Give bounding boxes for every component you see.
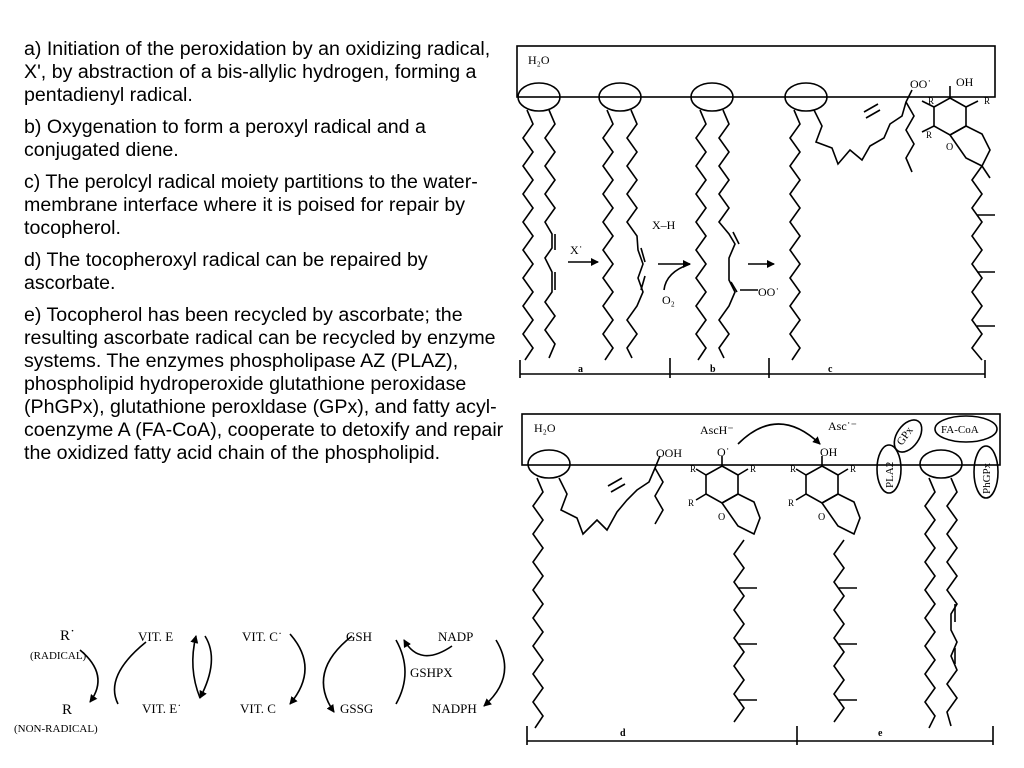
- lipid-tail: [717, 109, 736, 359]
- nadp-label: NADP: [438, 629, 473, 644]
- radical-label: (RADICAL): [30, 650, 87, 662]
- lipid-tail: [544, 109, 556, 359]
- asc-label: Asc˙⁻: [828, 419, 857, 433]
- redox-cycle: [79, 633, 506, 713]
- bottom-water-label: H₂O: [534, 421, 556, 435]
- lipid-tail: [789, 109, 801, 361]
- bottom-panel-labels: H₂O AscH⁻ Asc˙⁻ OOH O˙ OH R R R R R R O …: [534, 419, 993, 739]
- xh-label: X–H: [652, 218, 676, 232]
- nadph-label: NADPH: [432, 701, 477, 716]
- phgpx-label: PhGPx: [981, 462, 993, 494]
- asch-label: AscH⁻: [700, 423, 734, 437]
- r-label: R: [788, 498, 794, 508]
- oo-radical-label-2: OO˙: [910, 77, 931, 91]
- lipid-head: [690, 82, 734, 112]
- oo-radical-label: OO˙: [758, 285, 779, 299]
- lipid-tail-oxidized: [905, 101, 915, 173]
- tocopherol-tail: [970, 165, 983, 361]
- description-text: a) Initiation of the peroxidation by an …: [24, 38, 508, 474]
- oh-label: OH: [820, 445, 838, 459]
- lipid-tail: [602, 109, 614, 361]
- ring-o-label: O: [946, 142, 953, 153]
- r-radical-label: R˙: [60, 628, 75, 644]
- oh-label: OH: [956, 75, 974, 89]
- o2-label: O₂: [662, 293, 675, 307]
- panel-label-b: b: [710, 364, 716, 375]
- top-water-label: H₂O: [528, 53, 550, 67]
- top-panel: [516, 45, 996, 378]
- lipid-tail: [626, 109, 644, 359]
- step-a-text: a) Initiation of the peroxidation by an …: [24, 38, 491, 106]
- r-label: R: [750, 464, 756, 474]
- panel-label-a: a: [578, 364, 583, 375]
- lipid-head: [527, 449, 571, 479]
- panel-label-c: c: [828, 364, 833, 375]
- panel-label-d: d: [620, 728, 626, 739]
- lipid-head: [517, 82, 561, 112]
- tocopherol-tail: [733, 539, 745, 723]
- r-label: R: [850, 464, 856, 474]
- vit-e-radical-label: VIT. E˙: [142, 701, 181, 716]
- gpx-label: GPx: [895, 424, 916, 447]
- lipid-tail: [532, 477, 544, 729]
- ring-o-label: O: [718, 512, 725, 523]
- panel-label-e: e: [878, 728, 883, 739]
- step-c-text: c) The perolcyl radical moiety partition…: [24, 171, 478, 239]
- vit-c-radical-label: VIT. C˙: [242, 629, 282, 644]
- r-label: R: [928, 96, 934, 106]
- r-label: R: [690, 464, 696, 474]
- lipid-head: [919, 449, 963, 479]
- tocopherol-tail: [833, 539, 845, 723]
- facoa-enzyme: [934, 415, 998, 443]
- r-nonradical-label: R: [62, 702, 72, 718]
- nonradical-label: (NON-RADICAL): [14, 723, 98, 735]
- gshpx-label: GSHPX: [410, 665, 453, 680]
- bottom-panel: [521, 413, 1001, 745]
- ring-o-label: O: [818, 512, 825, 523]
- step-e-text: e) Tocopherol has been recycled by ascor…: [24, 304, 504, 464]
- r-label: R: [926, 130, 932, 140]
- plaz-label: PLA2: [884, 462, 896, 488]
- r-label: R: [790, 464, 796, 474]
- o-radical-label: O˙: [717, 445, 730, 459]
- phgpx-enzyme: [973, 445, 999, 499]
- top-water-layer: [516, 45, 996, 98]
- lipid-tail: [946, 477, 958, 727]
- step-b-text: b) Oxygenation to form a peroxyl radical…: [24, 116, 426, 161]
- facoa-label: FA-CoA: [941, 424, 979, 436]
- lipid-head: [598, 82, 642, 112]
- lipid-tail-oxidized: [558, 455, 661, 536]
- ooh-label: OOH: [656, 446, 682, 460]
- r-label: R: [688, 498, 694, 508]
- r-label: R: [984, 96, 990, 106]
- lipid-head: [784, 82, 828, 112]
- top-panel-labels: H₂O X˙ X–H O₂ OO˙ OO˙ OH R R R O a b c: [528, 53, 990, 375]
- lipid-tail: [695, 109, 707, 361]
- plaz-enzyme: [876, 444, 902, 494]
- lipid-tail: [924, 477, 936, 729]
- ascorbate-arrow: [737, 423, 821, 445]
- vit-c-label: VIT. C: [240, 701, 276, 716]
- redox-cycle-labels: R˙ (RADICAL) R (NON-RADICAL) VIT. E VIT.…: [14, 628, 477, 735]
- lipid-tail: [522, 109, 534, 361]
- gssg-label: GSSG: [340, 701, 373, 716]
- vit-e-label: VIT. E: [138, 629, 173, 644]
- step-d-text: d) The tocopheroxyl radical can be repai…: [24, 249, 428, 294]
- bottom-water-layer: [521, 413, 1001, 466]
- x-radical-label: X˙: [570, 243, 583, 257]
- lipid-tail-oxidized: [813, 89, 913, 166]
- gsh-label: GSH: [346, 629, 372, 644]
